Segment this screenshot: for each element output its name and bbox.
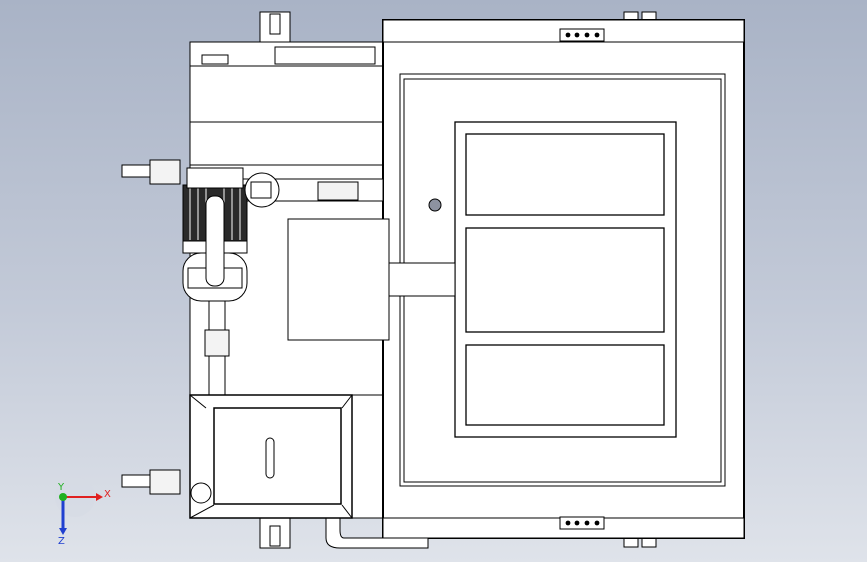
door-window-pane-3 <box>465 344 665 426</box>
control-box-body <box>287 218 390 341</box>
control-box-connector <box>388 262 456 297</box>
x-axis-label: X <box>104 489 111 500</box>
tank-bevel <box>189 394 353 519</box>
bracket-bottom-right-a <box>623 537 639 548</box>
strip-slot-right <box>274 46 376 65</box>
bracket-bottom-left-slot <box>269 525 281 547</box>
z-axis-label: Z <box>58 536 65 547</box>
door-window-pane-2 <box>465 227 665 333</box>
tank-level-gauge <box>265 437 275 479</box>
strip-slot-left <box>201 54 229 65</box>
water-tank <box>189 394 353 519</box>
tank-drain-port <box>190 482 212 504</box>
y-axis-dot <box>59 493 67 501</box>
motor-cover-top <box>186 167 244 189</box>
hinge-plate-top <box>559 28 605 42</box>
hinge-bolts <box>565 32 600 526</box>
inlet-valve-top-body <box>149 159 181 185</box>
axis-triad: X Y Z <box>55 477 111 547</box>
x-axis-arrow <box>96 493 103 501</box>
control-box <box>287 218 456 341</box>
pump-motor-assembly <box>182 167 280 302</box>
door-lock-knob <box>428 198 442 212</box>
bracket-top-left-slot <box>269 13 281 35</box>
y-axis-label: Y <box>57 482 65 493</box>
pump-riser <box>205 195 225 287</box>
z-axis-arrow <box>59 528 67 535</box>
inlet-valve-bottom-body <box>149 469 181 495</box>
tank-inner <box>213 407 342 505</box>
bracket-bottom-right-b <box>641 537 657 548</box>
hinge-plate-bottom <box>559 516 605 530</box>
outlet-elbow-pipe <box>325 517 429 549</box>
drain-valve <box>204 329 230 357</box>
mounting-brackets <box>259 11 657 549</box>
door-window-pane-1 <box>465 133 665 216</box>
mid-valve <box>317 181 359 201</box>
pump-elbow-flange <box>250 181 272 199</box>
